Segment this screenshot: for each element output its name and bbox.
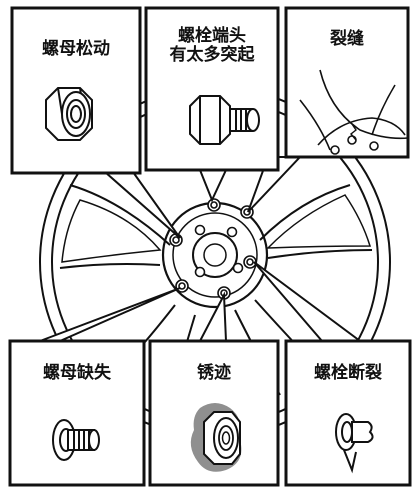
panel-label-missing-nut: 螺母缺失	[43, 363, 111, 383]
protruding-bolt-icon	[189, 95, 260, 145]
panel-label-broken-bolt: 螺栓断裂	[314, 363, 382, 383]
spoke	[259, 184, 373, 259]
leader-rust	[198, 291, 228, 342]
hub-mid	[172, 212, 258, 298]
hub-cap	[192, 232, 238, 278]
loose-nut-icon	[45, 87, 93, 141]
broken-bolt-icon	[335, 413, 374, 474]
hub-center	[203, 243, 227, 267]
spoke-window	[266, 194, 372, 249]
spoke-window	[61, 199, 162, 263]
panel-label-bolt-protrude-line2: 有太多突起	[169, 45, 255, 65]
panel-label-rust: 锈迹	[197, 363, 231, 383]
panel-label-bolt-protrude: 螺栓端头 有太多突起	[146, 27, 278, 65]
leader-crack	[247, 156, 303, 213]
callout-leaders	[39, 156, 364, 342]
panel-crack	[284, 6, 410, 159]
panel-label-loose-nut: 螺母松动	[42, 39, 110, 59]
leader-bolt-protrude	[198, 169, 228, 203]
leader-broken-bolt	[253, 261, 364, 342]
panel-label-crack: 裂缝	[330, 29, 364, 49]
panel-label-bolt-protrude-line1: 螺栓端头	[178, 26, 246, 46]
spoke	[59, 184, 171, 269]
crack-detail-icon	[299, 69, 409, 155]
missing-nut-icon	[52, 419, 100, 461]
panel-missing-nut	[8, 339, 146, 487]
rusted-nut-icon	[190, 403, 242, 472]
